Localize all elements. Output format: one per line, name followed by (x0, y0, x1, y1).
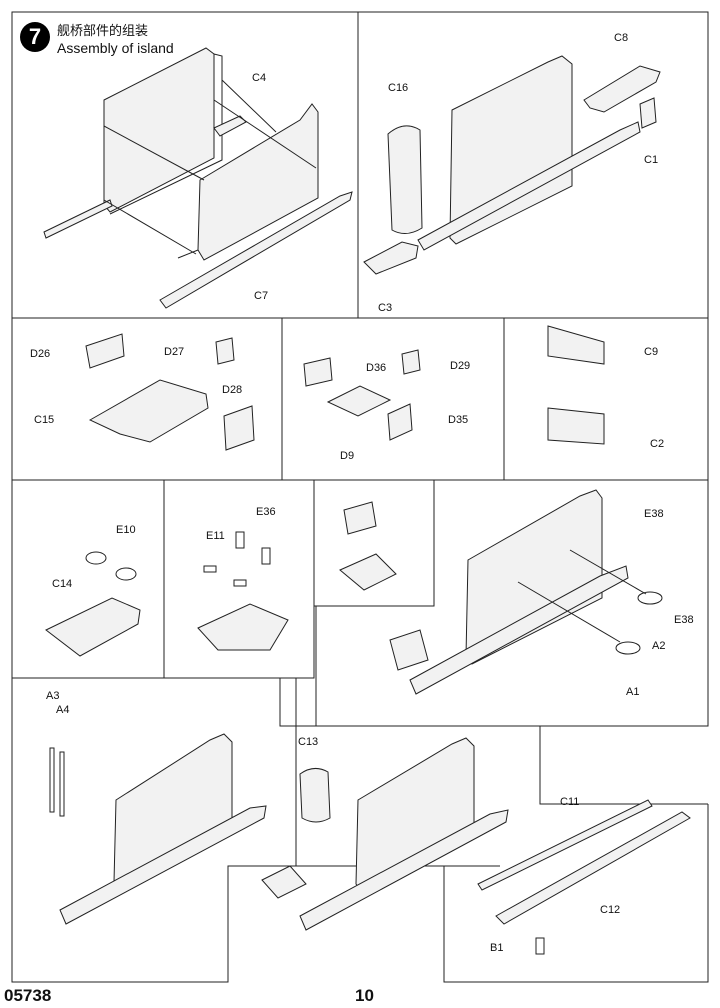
part-c11-drawing (477, 799, 653, 891)
label-a4: A4 (56, 704, 70, 716)
label-a2: A2 (652, 640, 666, 652)
label-c9: C9 (644, 346, 659, 358)
part-d29-drawing (401, 349, 421, 375)
label-a3: A3 (46, 690, 60, 702)
label-c3: C3 (378, 302, 393, 314)
label-d29: D29 (450, 360, 471, 372)
label-c7: C7 (254, 290, 269, 302)
label-e36: E36 (256, 506, 276, 518)
label-d27: D27 (164, 346, 185, 358)
label-c4: C4 (252, 72, 267, 84)
part-d27-drawing (215, 337, 235, 365)
label-c14: C14 (52, 578, 73, 590)
footer-product-code: 05738 (4, 986, 52, 1005)
part-a3-a4-drawing (49, 747, 65, 817)
part-bridge-sub-drawing (339, 501, 397, 591)
label-c11: C11 (560, 796, 580, 808)
label-e38-bottom: E38 (674, 614, 694, 626)
part-c1-drawing (639, 97, 657, 129)
label-c15: C15 (34, 414, 55, 426)
part-e10-drawing (85, 551, 137, 581)
part-c12-drawing (495, 811, 691, 925)
label-e10: E10 (116, 524, 136, 536)
part-b1-drawing (535, 937, 545, 955)
part-c3-drawing (363, 241, 419, 275)
label-c13: C13 (298, 736, 319, 748)
assembly-arrows-c4 (103, 79, 317, 255)
part-island-a-drawing (59, 733, 267, 925)
part-c9-drawing (547, 325, 605, 365)
part-e11-base-drawing (197, 603, 289, 651)
part-c16-drawing (387, 125, 423, 234)
label-e11: E11 (206, 530, 225, 542)
label-c1: C1 (644, 154, 659, 166)
part-c7-drawing (159, 103, 353, 309)
label-d36: D36 (366, 362, 387, 374)
label-c2: C2 (650, 438, 665, 450)
label-b1: B1 (490, 942, 504, 954)
label-a1: A1 (626, 686, 640, 698)
part-c8-drawing (583, 65, 661, 113)
label-d9: D9 (340, 450, 355, 462)
part-d26-drawing (85, 333, 125, 369)
part-c14-drawing (45, 597, 141, 657)
part-d28-drawing (223, 405, 255, 451)
label-e38-top: E38 (644, 508, 664, 520)
part-c15-drawing (88, 379, 209, 443)
part-c13-drawing (299, 768, 331, 823)
part-e36-drawing (235, 531, 271, 565)
label-d28: D28 (222, 384, 243, 396)
footer-page-number: 10 (355, 986, 374, 1005)
part-c2-drawing (547, 407, 605, 445)
label-c12: C12 (600, 904, 621, 916)
part-island-body-drawing (417, 55, 641, 251)
panel-frames (11, 11, 709, 983)
step-number-badge: 7 (20, 22, 50, 52)
part-a2-drawing (637, 591, 663, 605)
part-a1-drawing (615, 641, 641, 655)
part-d36-drawing (303, 357, 333, 387)
part-island-main-drawing (389, 489, 629, 695)
part-e11-drawing (203, 565, 247, 587)
label-d35: D35 (448, 414, 469, 426)
part-d35-drawing (387, 403, 413, 441)
part-d9-drawing (326, 385, 392, 417)
label-c8: C8 (614, 32, 629, 44)
step-title-en: Assembly of island (57, 40, 174, 56)
part-island-b-drawing (261, 737, 509, 931)
label-c16: C16 (388, 82, 409, 94)
label-d26: D26 (30, 348, 51, 360)
assembly-arrows-island (517, 549, 647, 643)
step-title-cn: 舰桥部件的组装 (57, 23, 149, 38)
